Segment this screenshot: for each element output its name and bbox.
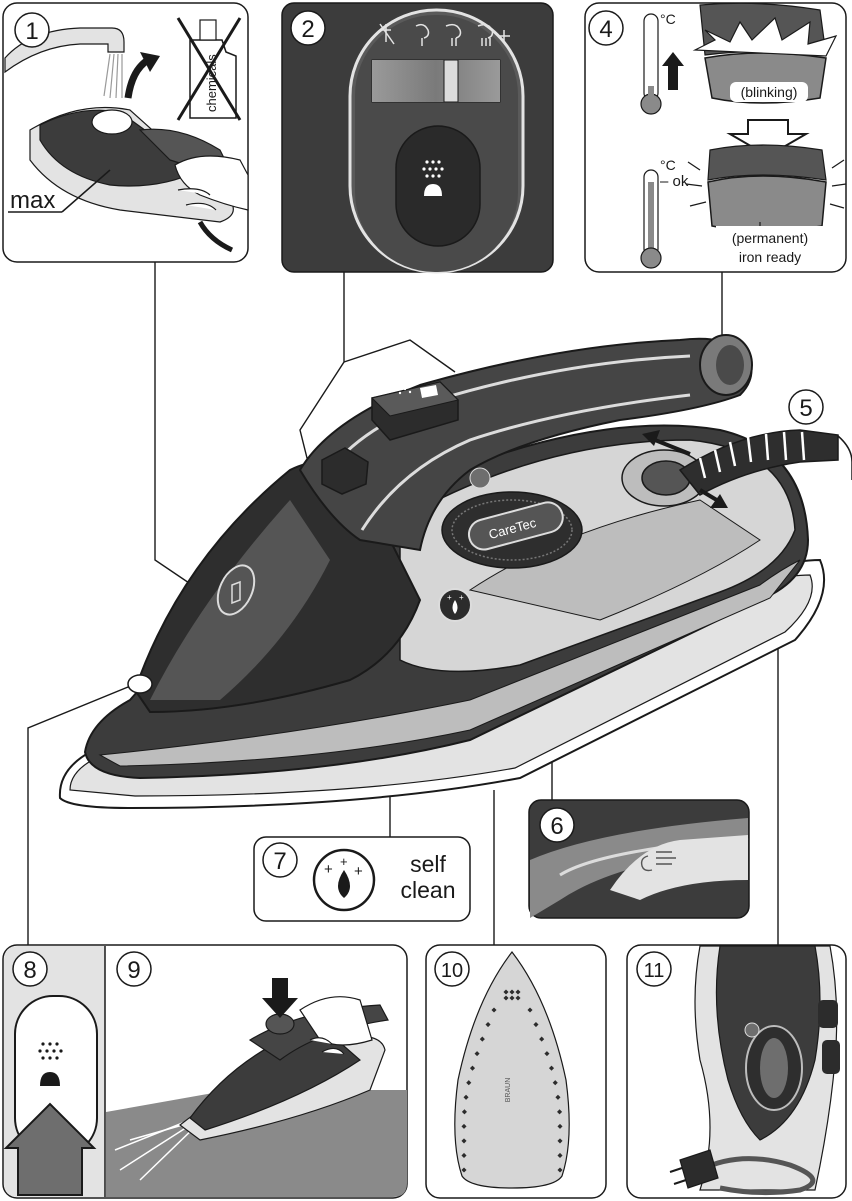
steam-low-icon bbox=[415, 23, 430, 46]
steam-hole bbox=[557, 1138, 563, 1144]
iron-stripe bbox=[98, 559, 801, 767]
max-label: max bbox=[10, 187, 55, 214]
push-arrow-icon bbox=[3, 1102, 97, 1196]
power-indicator bbox=[216, 564, 256, 616]
rotate-arrow-up bbox=[649, 436, 691, 456]
svg-text:+: + bbox=[447, 593, 452, 602]
steam-iron: CareTec + + bbox=[58, 334, 852, 810]
self-clean-icon: + + + bbox=[312, 848, 376, 912]
panel-1: chemicals max 1 bbox=[2, 2, 249, 263]
steam-hole bbox=[527, 1007, 533, 1013]
panel-10: BRAUN 10 bbox=[425, 944, 607, 1199]
steam-hole bbox=[463, 1094, 469, 1100]
steam-max-icon bbox=[477, 23, 510, 46]
brand-mark: BRAUN bbox=[505, 1078, 512, 1103]
steam-hole bbox=[515, 995, 521, 1001]
panel-4: 4 °C (blinking) °C – ok bbox=[584, 2, 847, 273]
step-number: 9 bbox=[127, 957, 140, 984]
down-arrow-icon bbox=[726, 119, 810, 158]
degc-top: °C bbox=[660, 11, 676, 27]
panel-8-9: 8 9 bbox=[2, 944, 408, 1199]
step-number: 2 bbox=[301, 16, 314, 43]
panel-6: 6 bbox=[528, 799, 750, 919]
steam-hole bbox=[555, 1094, 561, 1100]
ok-label: – ok bbox=[660, 173, 689, 190]
steam-dial bbox=[321, 447, 369, 495]
step-number: 6 bbox=[550, 813, 563, 840]
iron-ready-label: iron ready bbox=[739, 249, 801, 265]
step-number: 11 bbox=[644, 960, 665, 982]
svg-text:+: + bbox=[324, 861, 333, 878]
panel-2: 2 bbox=[281, 2, 554, 274]
self-clean-button: + + bbox=[438, 588, 472, 622]
eco-steam-icon bbox=[469, 467, 491, 489]
clean-label: clean bbox=[401, 877, 456, 903]
svg-text:+: + bbox=[340, 854, 348, 869]
caretec-badge: CareTec bbox=[441, 491, 583, 569]
label-5: 5 bbox=[788, 389, 824, 425]
permanent-label: (permanent) bbox=[732, 230, 808, 246]
steam-hole bbox=[461, 1138, 467, 1144]
steam-level-icons bbox=[379, 23, 510, 46]
step-number: 10 bbox=[441, 960, 463, 982]
steam-hole bbox=[469, 1065, 476, 1071]
hand-icon bbox=[174, 155, 249, 211]
thermometer-icon bbox=[640, 13, 662, 115]
eco-steam-icon bbox=[640, 851, 676, 872]
panel-7: 7 + + + self clean bbox=[253, 836, 471, 922]
step-number: 1 bbox=[25, 18, 38, 45]
crossed-bottle-icon: chemicals bbox=[176, 17, 242, 121]
step-number: 4 bbox=[599, 16, 612, 43]
steam-hole bbox=[461, 1109, 467, 1115]
steam-hole bbox=[485, 1021, 491, 1028]
tip-light bbox=[127, 674, 153, 694]
steam-off-icon bbox=[379, 23, 395, 45]
step-number: 8 bbox=[23, 957, 36, 984]
thermometer-icon bbox=[640, 169, 662, 269]
panel-11: 11 bbox=[626, 944, 847, 1199]
steam-hole bbox=[474, 1051, 480, 1057]
hose-connector bbox=[621, 429, 852, 507]
step-number: 5 bbox=[799, 395, 812, 422]
step-number: 7 bbox=[273, 848, 286, 875]
blinking-label: (blinking) bbox=[741, 84, 798, 100]
svg-text:+: + bbox=[354, 863, 363, 880]
self-label: self bbox=[410, 851, 446, 877]
steam-hole bbox=[533, 1021, 539, 1028]
degc-bottom: °C bbox=[660, 157, 676, 173]
steam-mid-icon bbox=[445, 23, 462, 46]
steam-hole bbox=[515, 989, 521, 995]
soleplate-view bbox=[454, 951, 570, 1189]
steam-shot-button bbox=[371, 381, 459, 441]
power-plug-icon bbox=[669, 1149, 719, 1189]
arrow-up-icon bbox=[662, 52, 684, 90]
svg-text:+: + bbox=[459, 593, 464, 602]
